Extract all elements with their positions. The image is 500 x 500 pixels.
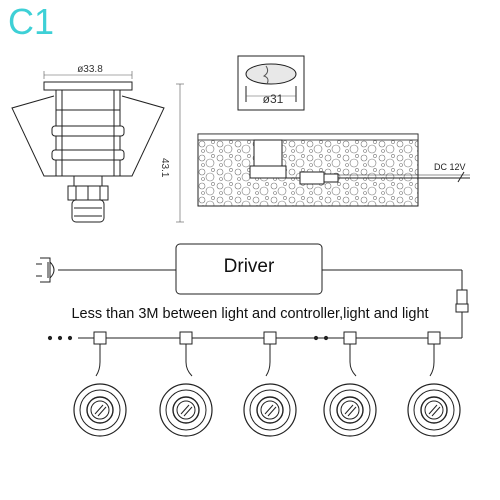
spot-light-1 bbox=[73, 331, 127, 437]
spot-light-4 bbox=[323, 331, 377, 437]
cutout-dimension: ø31 bbox=[262, 92, 284, 106]
dc-voltage-label: DC 12V bbox=[434, 162, 466, 172]
spot-light-2 bbox=[159, 331, 213, 437]
lights-row bbox=[73, 331, 461, 437]
wiring-caption: Less than 3M between light and controlle… bbox=[71, 306, 429, 322]
model-label: C1 bbox=[8, 1, 55, 42]
spot-light-5 bbox=[407, 331, 461, 437]
spot-light-3 bbox=[243, 331, 297, 437]
width-dimension: ø33.8 bbox=[77, 64, 103, 75]
driver-label: Driver bbox=[223, 256, 275, 277]
